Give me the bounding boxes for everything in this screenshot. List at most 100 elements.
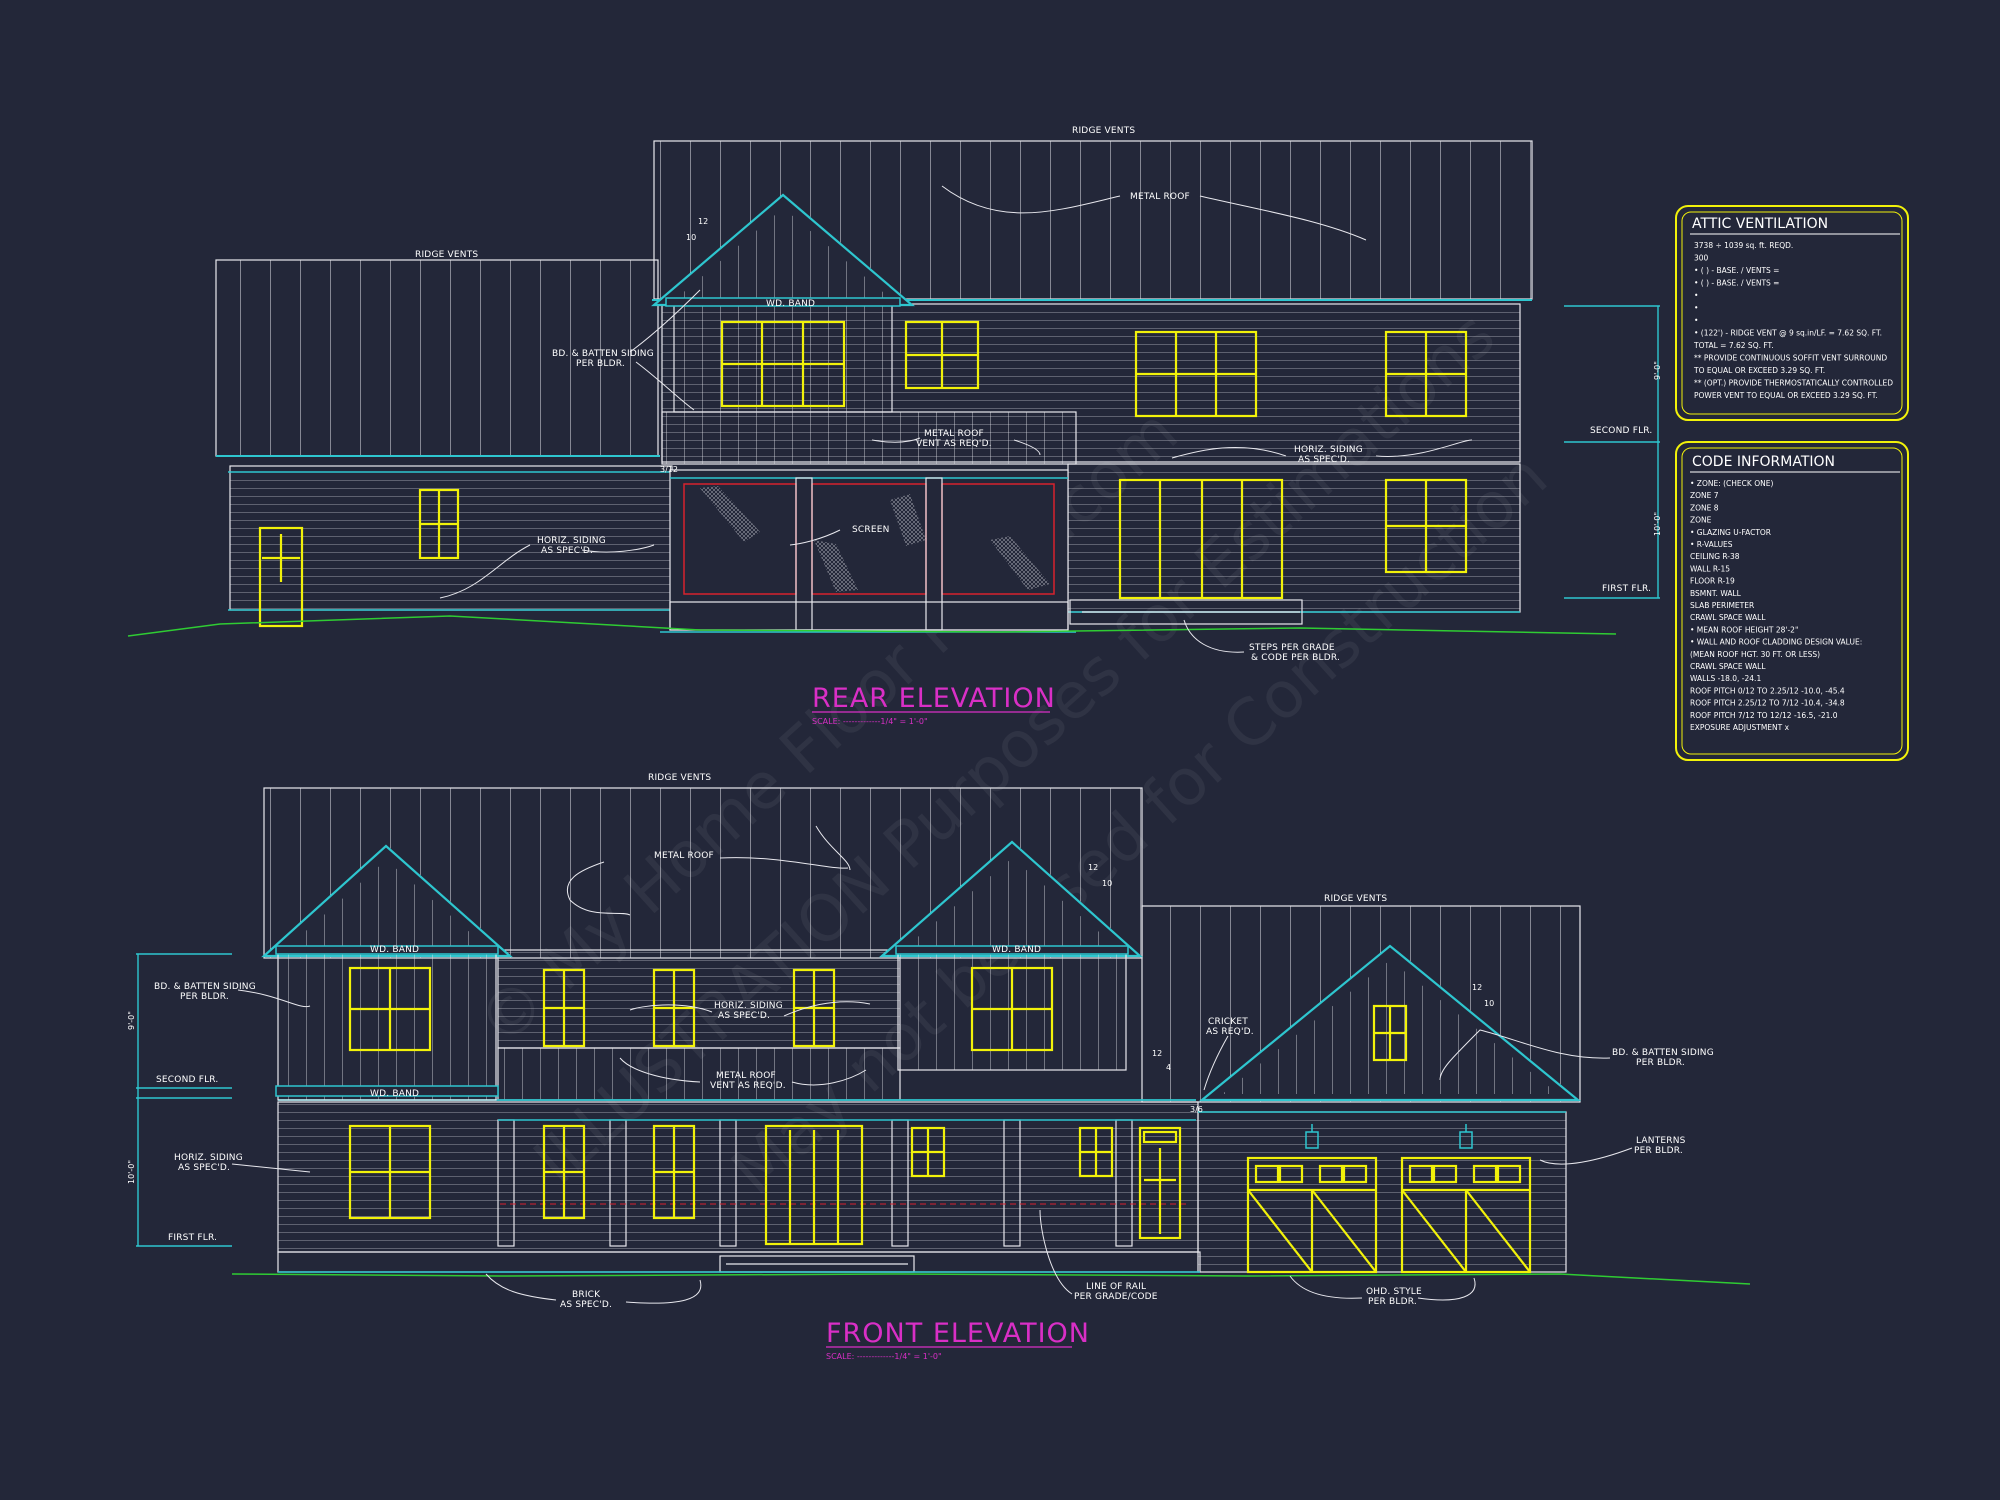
rear-bd-batten-label-1: BD. & BATTEN SIDING — [552, 349, 654, 359]
front-cricket-label-1: CRICKET — [1208, 1017, 1248, 1027]
front-pitch-main-rise: 12 — [1088, 863, 1098, 872]
rear-dim-lower: 10'-0" — [1653, 512, 1662, 536]
attic-box-line: • — [1694, 304, 1698, 313]
code-box-line: EXPOSURE ADJUSTMENT x — [1690, 723, 1790, 732]
attic-box-line: TOTAL = 7.62 SQ. FT. — [1693, 341, 1774, 350]
code-box-line: SLAB PERIMETER — [1690, 601, 1754, 610]
code-box-line: FLOOR R-19 — [1690, 577, 1735, 586]
front-ridge-vents-garage-label: RIDGE VENTS — [1324, 894, 1387, 904]
attic-box-line: POWER VENT TO EQUAL OR EXCEED 3.29 SQ. F… — [1694, 391, 1878, 400]
rear-horiz-siding-right-label-2: AS SPEC'D. — [1298, 455, 1350, 465]
front-windows-lower — [348, 1124, 1182, 1246]
rear-horiz-siding-right-label-1: HORIZ. SIDING — [1294, 445, 1363, 455]
code-box-line: ROOF PITCH 7/12 TO 12/12 -16.5, -21.0 — [1690, 711, 1838, 720]
front-dim-upper: 9'-0" — [127, 1011, 136, 1030]
attic-box-line: • (122') - RIDGE VENT @ 9 sq.in/LF. = 7.… — [1694, 329, 1882, 338]
rear-windows-upper — [720, 320, 1468, 418]
front-porch-base — [277, 1251, 1201, 1273]
rear-ridge-vents-left-label: RIDGE VENTS — [415, 250, 478, 260]
lantern-icon — [1305, 1124, 1473, 1149]
front-metal-roof-band — [497, 1047, 901, 1101]
code-box-line: CRAWL SPACE WALL — [1690, 662, 1766, 671]
rear-metal-roof-vent-label-2: VENT AS REQ'D. — [916, 439, 992, 449]
code-box-line: BSMNT. WALL — [1690, 589, 1742, 598]
front-second-flr-label: SECOND FLR. — [156, 1075, 218, 1085]
rear-labels: RIDGE VENTS RIDGE VENTS METAL ROOF WD. B… — [415, 126, 1662, 726]
code-box-line: • R-VALUES — [1690, 540, 1733, 549]
attic-box-line: 300 — [1694, 254, 1709, 263]
code-box-line: ZONE 7 — [1690, 491, 1719, 500]
front-metal-roof-vent-label-2: VENT AS REQ'D. — [710, 1081, 786, 1091]
front-brick-label-2: AS SPEC'D. — [560, 1300, 612, 1310]
code-box-line: ROOF PITCH 2.25/12 TO 7/12 -10.4, -34.8 — [1690, 699, 1845, 708]
rear-metal-roof-band — [661, 411, 1077, 465]
front-rail-label-1: LINE OF RAIL — [1086, 1282, 1146, 1292]
rear-pitch-rise: 12 — [698, 217, 708, 226]
attic-ventilation-lines: 3738 ÷ 1039 sq. ft. REQD. 300 • ( ) - BASE… — [1693, 241, 1893, 400]
code-box-line: ZONE 8 — [1690, 503, 1719, 512]
front-elevation — [136, 787, 1751, 1285]
rear-left-roof — [215, 259, 659, 457]
front-lanterns-label-1: LANTERNS — [1636, 1136, 1686, 1146]
front-bd-batten-right-label-2: PER BLDR. — [1636, 1058, 1685, 1068]
rear-ridge-vents-main-label: RIDGE VENTS — [1072, 126, 1135, 136]
front-garage-doors — [1246, 1156, 1532, 1274]
rear-elevation-title: REAR ELEVATION — [812, 683, 1056, 714]
attic-box-line: ** PROVIDE CONTINUOUS SOFFIT VENT SURROU… — [1694, 354, 1887, 363]
rear-horiz-siding-left-label-1: HORIZ. SIDING — [537, 536, 606, 546]
attic-box-line: ** (OPT.) PROVIDE THERMOSTATICALLY CONTR… — [1694, 379, 1893, 388]
front-metal-roof-vent-label-1: METAL ROOF — [716, 1071, 776, 1081]
front-bd-batten-left-label-2: PER BLDR. — [180, 992, 229, 1002]
rear-second-flr-label: SECOND FLR. — [1590, 426, 1652, 436]
front-pitch-porch-rise: 12 — [1152, 1049, 1162, 1058]
front-horiz-siding-left-label-1: HORIZ. SIDING — [174, 1153, 243, 1163]
rear-first-flr-label: FIRST FLR. — [1602, 584, 1651, 594]
code-box-line: • ZONE: (CHECK ONE) — [1690, 479, 1773, 488]
rear-elevation-scale: SCALE: -------------1/4" = 1'-0" — [812, 717, 928, 726]
front-elevation-title: FRONT ELEVATION — [826, 1318, 1090, 1349]
front-horiz-siding-mid-label-1: HORIZ. SIDING — [714, 1001, 783, 1011]
front-level-markers — [136, 953, 232, 1247]
attic-box-line: • — [1694, 316, 1698, 325]
attic-box-line: TO EQUAL OR EXCEED 3.29 SQ. FT. — [1693, 366, 1825, 375]
front-wd-band-lower-label: WD. BAND — [370, 1089, 419, 1099]
front-ridge-vents-main-label: RIDGE VENTS — [648, 773, 711, 783]
rear-steps-label-2: & CODE PER BLDR. — [1251, 653, 1340, 663]
code-box-line: CEILING R-38 — [1690, 552, 1740, 561]
code-box-line: • WALL AND ROOF CLADDING DESIGN VALUE: — [1690, 638, 1862, 647]
code-information-box: CODE INFORMATION • ZONE: (CHECK ONE) ZONE… — [1675, 441, 1909, 761]
front-dim-lower: 10'-0" — [127, 1160, 136, 1184]
code-box-line: CRAWL SPACE WALL — [1690, 613, 1766, 622]
front-wd-band-right-label: WD. BAND — [992, 945, 1041, 955]
front-bd-batten-right-label-1: BD. & BATTEN SIDING — [1612, 1048, 1714, 1058]
code-information-heading: CODE INFORMATION — [1692, 454, 1835, 470]
front-pitch-garage-run: 10 — [1484, 999, 1494, 1008]
rear-bd-batten-label-2: PER BLDR. — [576, 359, 625, 369]
attic-box-line: • ( ) - BASE. / VENTS = — [1694, 279, 1779, 288]
front-cricket-label-2: AS REQ'D. — [1206, 1027, 1254, 1037]
front-rail-label-2: PER GRADE/CODE — [1074, 1292, 1158, 1302]
front-horiz-siding-mid-label-2: AS SPEC'D. — [718, 1011, 770, 1021]
front-horiz-siding-left-label-2: AS SPEC'D. — [178, 1163, 230, 1173]
rear-screen-mesh — [700, 486, 1050, 592]
front-bd-batten-left-label-1: BD. & BATTEN SIDING — [154, 982, 256, 992]
rear-screen-label: SCREEN — [852, 525, 890, 535]
front-elevation-scale: SCALE: -------------1/4" = 1'-0" — [826, 1352, 942, 1361]
front-brick-label-1: BRICK — [572, 1290, 601, 1300]
attic-box-line: 3738 ÷ 1039 sq. ft. REQD. — [1694, 241, 1793, 250]
front-metal-roof-label: METAL ROOF — [654, 851, 714, 861]
attic-ventilation-heading: ATTIC VENTILATION — [1692, 216, 1828, 232]
front-pitch-garage-rise: 12 — [1472, 983, 1482, 992]
code-box-line: • MEAN ROOF HEIGHT 28'-2" — [1690, 625, 1798, 634]
front-pitch-main-run: 10 — [1102, 879, 1112, 888]
attic-box-line: • — [1694, 291, 1698, 300]
attic-box-line: • ( ) - BASE. / VENTS = — [1694, 266, 1779, 275]
rear-elevation — [127, 140, 1660, 637]
front-labels: RIDGE VENTS RIDGE VENTS METAL ROOF WD. B… — [127, 773, 1714, 1361]
front-pitch-porch-run: 4 — [1166, 1063, 1171, 1072]
front-windows-upper — [348, 966, 1408, 1062]
rear-leader-lines — [439, 185, 1473, 653]
rear-level-markers — [1564, 305, 1660, 599]
rear-first-floor-wall — [1067, 463, 1521, 613]
